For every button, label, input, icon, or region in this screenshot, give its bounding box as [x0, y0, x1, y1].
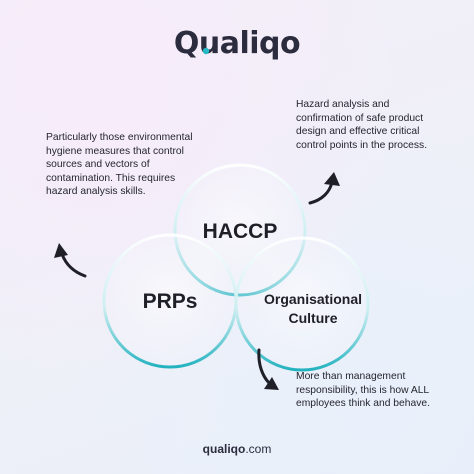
circle-label-haccp: HACCP	[203, 220, 278, 243]
arrow-prps-icon	[54, 243, 87, 278]
circle-label-prps: PRPs	[143, 290, 198, 313]
circle-label-culture-line2: Culture	[289, 310, 338, 326]
footer-url-bold: qualiqo	[202, 442, 246, 456]
logo-dot-icon	[202, 47, 210, 55]
circle-culture	[234, 236, 370, 372]
arrow-culture-icon	[257, 348, 279, 390]
note-culture: More than management responsibility, thi…	[296, 371, 430, 409]
logo-text: Qualiqo	[173, 26, 301, 61]
circle-label-culture-line1: Organisational	[264, 291, 362, 307]
footer-url[interactable]: qualiqo.com	[0, 442, 474, 456]
footer-url-suffix: .com	[245, 442, 272, 456]
note-haccp: Hazard analysis and confirmation of safe…	[296, 99, 428, 151]
arrow-haccp-icon	[308, 172, 340, 205]
note-prps: Particularly those environmental hygiene…	[46, 132, 193, 197]
brand-logo: Qualiqo	[0, 26, 474, 61]
